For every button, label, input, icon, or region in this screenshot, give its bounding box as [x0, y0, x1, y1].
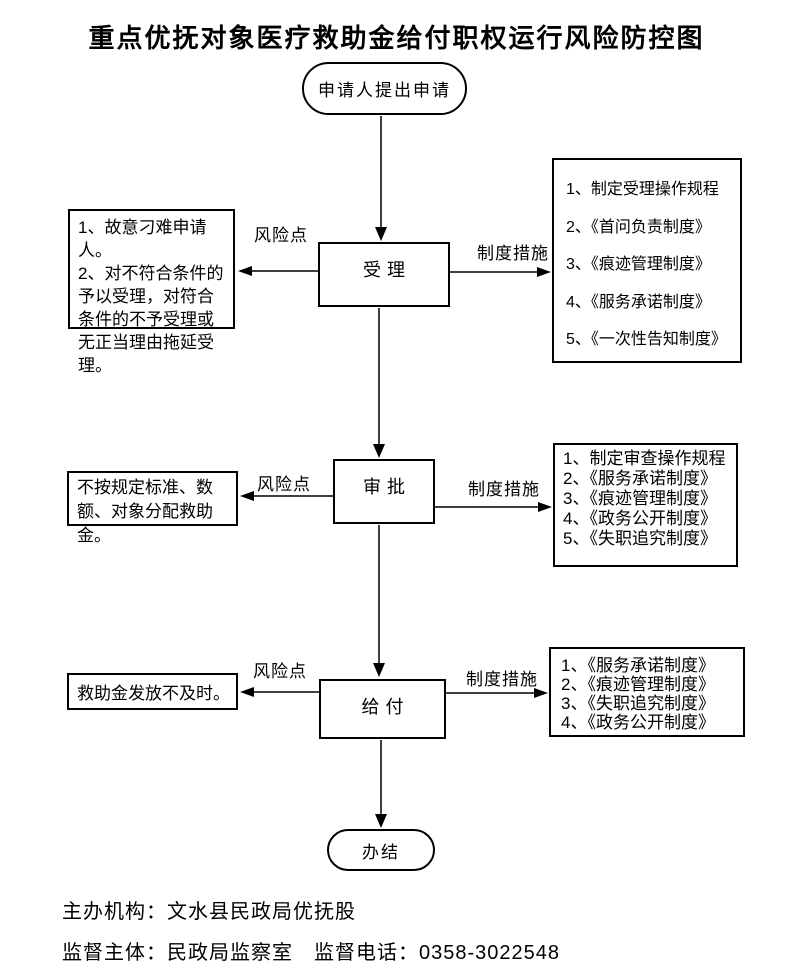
measures-box-approve: 1、制定审查操作规程 2、《服务承诺制度》 3、《痕迹管理制度》 4、《政务公开…: [553, 443, 738, 567]
arrow-accept-to-approve: [373, 308, 385, 458]
measure-item: 3、《失职追究制度》: [561, 694, 715, 713]
measure-item: 1、制定审查操作规程: [563, 449, 726, 468]
measure-item: 2、《痕迹管理制度》: [561, 675, 715, 694]
step-box-accept-label: 受理: [363, 260, 411, 280]
risk-item: 1、故意刁难申请人。: [78, 218, 207, 260]
step-box-approve: 审批: [333, 459, 435, 524]
risk-item: 不按规定标准、数额、对象分配救助金。: [77, 478, 213, 545]
arrow-approve-to-measures: [435, 502, 552, 512]
risk-box-pay: 救助金发放不及时。: [67, 673, 238, 710]
risk-box-approve: 不按规定标准、数额、对象分配救助金。: [67, 471, 238, 545]
measure-item: 3、《痕迹管理制度》: [566, 256, 711, 273]
risk-point-label-accept: 风险点: [254, 226, 308, 245]
arrow-pay-to-risk: [240, 687, 319, 697]
end-node: 办结: [327, 829, 435, 871]
measure-item: 2、《首问负责制度》: [566, 218, 711, 236]
measure-item: 4、《政务公开制度》: [563, 509, 717, 528]
start-node: 申请人提出申请: [302, 62, 467, 115]
arrow-approve-to-pay: [373, 525, 385, 677]
measure-item: 3、《痕迹管理制度》: [563, 489, 717, 508]
risk-point-label-pay: 风险点: [253, 662, 307, 681]
step-box-approve-label: 审批: [363, 477, 411, 497]
end-node-label: 办结: [362, 842, 400, 862]
step-box-pay: 给付: [319, 679, 446, 739]
measure-item: 5、《一次性告知制度》: [566, 331, 727, 348]
measures-label-approve: 制度措施: [468, 480, 540, 499]
risk-box-accept: 1、故意刁难申请人。 2、对不符合条件的予以受理，对符合条件的不予受理或无正当理…: [68, 209, 235, 375]
measures-label-pay: 制度措施: [466, 670, 538, 689]
footer-supervisor: 监督主体：民政局监察室 监督电话：0358-3022548: [62, 942, 561, 964]
risk-item: 2、对不符合条件的予以受理，对符合条件的不予受理或无正当理由拖延受理。: [78, 264, 224, 375]
measures-box-accept: 1、制定受理操作规程 2、《首问负责制度》 3、《痕迹管理制度》 4、《服务承诺…: [552, 158, 742, 363]
page-title: 重点优抚对象医疗救助金给付职权运行风险防控图: [88, 23, 705, 53]
arrow-accept-to-measures: [450, 267, 551, 277]
step-box-accept: 受理: [318, 242, 450, 307]
measure-item: 4、《服务承诺制度》: [566, 293, 711, 311]
arrow-start-to-accept: [375, 116, 387, 241]
measures-label-accept: 制度措施: [477, 244, 549, 263]
measure-item: 1、《服务承诺制度》: [561, 656, 715, 675]
measure-item: 2、《服务承诺制度》: [563, 469, 717, 488]
start-node-label: 申请人提出申请: [318, 81, 451, 100]
measure-item: 5、《失职追究制度》: [563, 529, 717, 548]
step-box-pay-label: 给付: [361, 697, 410, 717]
arrow-pay-to-end: [375, 740, 387, 828]
measure-item: 1、制定受理操作规程: [566, 181, 719, 198]
risk-item: 救助金发放不及时。: [77, 684, 230, 703]
risk-point-label-approve: 风险点: [257, 475, 311, 494]
measures-box-pay: 1、《服务承诺制度》 2、《痕迹管理制度》 3、《失职追究制度》 4、《政务公开…: [549, 647, 745, 737]
footer-organizer: 主办机构：文水县民政局优抚股: [62, 901, 356, 923]
measure-item: 4、《政务公开制度》: [561, 713, 715, 732]
arrow-accept-to-risk: [238, 266, 318, 276]
